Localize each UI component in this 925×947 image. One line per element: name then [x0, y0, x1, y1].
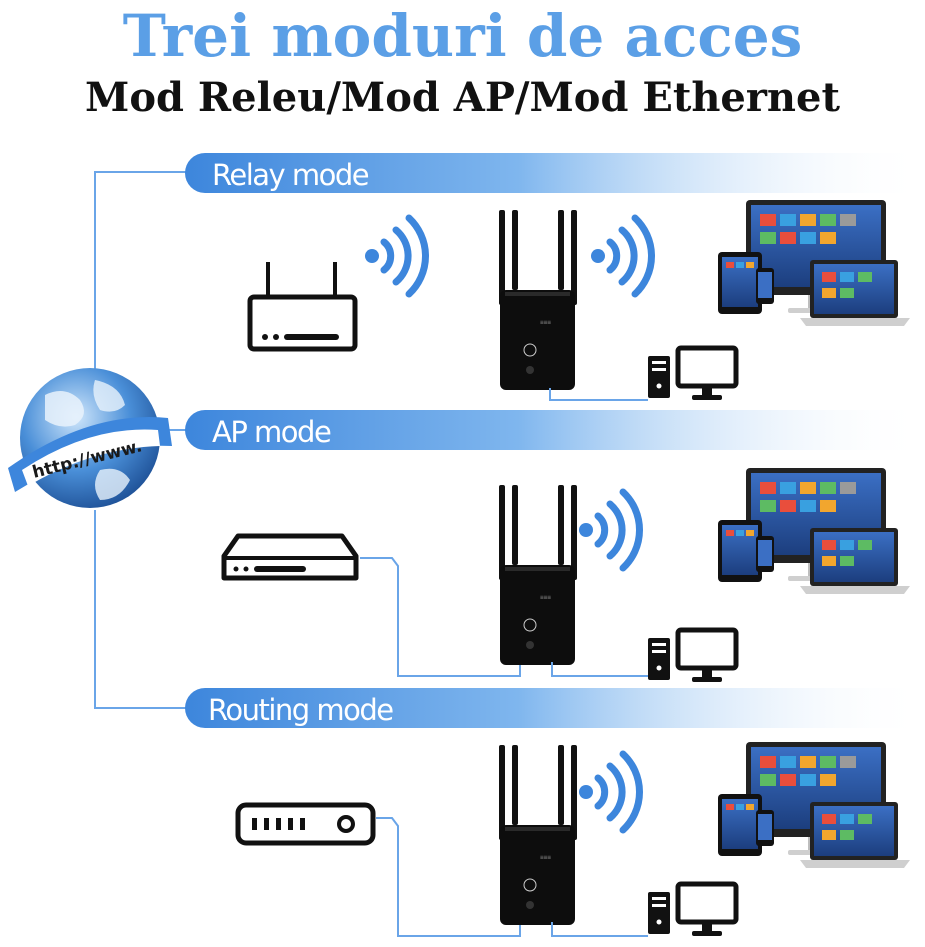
- banner-routing-mode: Routing mode: [185, 688, 925, 728]
- connector-line-relay: [94, 171, 190, 377]
- devices-icon: [718, 742, 910, 868]
- ethernet-cable-line: [549, 388, 648, 401]
- modem-icon: [221, 533, 359, 581]
- routing-mode-label: Routing mode: [208, 693, 393, 727]
- banner-ap-mode: AP mode: [185, 410, 925, 450]
- desktop-pc-icon: [648, 348, 736, 400]
- page-subtitle: Mod Releu/Mod AP/Mod Ethernet: [85, 74, 840, 121]
- ap-mode-label: AP mode: [212, 415, 331, 449]
- extender-device-icon: [498, 744, 578, 926]
- ethernet-cable-line: [551, 662, 648, 677]
- devices-icon: [718, 200, 910, 326]
- fiber-modem-icon: [235, 802, 376, 846]
- globe-icon: http://www.: [8, 368, 172, 508]
- ethernet-cable-line: [360, 557, 521, 677]
- wifi-icon: [365, 218, 426, 294]
- ethernet-cable-line: [376, 817, 521, 937]
- ethernet-cable-line: [551, 922, 648, 937]
- desktop-pc-icon: [648, 630, 736, 682]
- main-router-icon: [247, 262, 358, 352]
- relay-mode-label: Relay mode: [212, 158, 369, 192]
- desktop-pc-icon: [648, 884, 736, 936]
- wifi-icon: [579, 754, 640, 830]
- wifi-icon: [579, 492, 640, 568]
- connector-line-routing: [94, 510, 190, 709]
- extender-device-icon: [498, 209, 578, 391]
- banner-relay-mode: Relay mode: [185, 153, 925, 193]
- devices-icon: [718, 468, 910, 594]
- wifi-icon: [591, 218, 652, 294]
- page-title: Trei moduri de acces: [122, 2, 803, 70]
- extender-device-icon: [498, 484, 578, 666]
